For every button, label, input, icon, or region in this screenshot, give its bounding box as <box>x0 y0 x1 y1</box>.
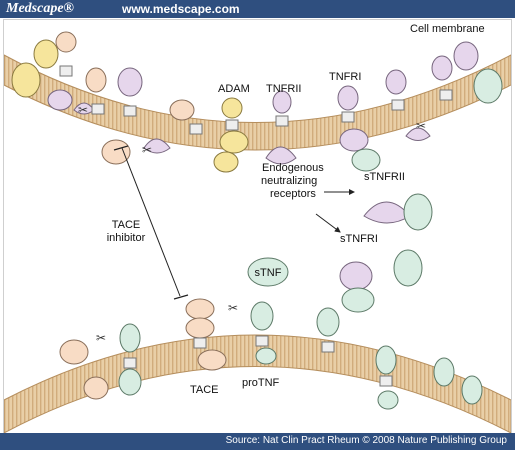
footer-bar: Source: Nat Clin Pract Rheum © 2008 Natu… <box>0 433 515 450</box>
label-tace-inhibitor-1: TACE <box>112 219 141 231</box>
label-stnfrii: sTNFRII <box>364 171 405 183</box>
diagram-panel: ✂ ✂ ✂ <box>3 19 512 434</box>
source-credit: Source: Nat Clin Pract Rheum © 2008 Natu… <box>225 435 507 446</box>
tnf-shedding-diagram: ✂ ✂ ✂ <box>3 23 512 434</box>
svg-text:✂: ✂ <box>228 301 238 315</box>
label-stnf: sTNF <box>255 267 282 279</box>
soluble-receptors <box>339 193 433 313</box>
svg-text:✂: ✂ <box>416 119 426 133</box>
inhibitor-line <box>121 147 181 297</box>
label-tnfrii: TNFRII <box>266 83 301 95</box>
medscape-logo: Medscape® <box>6 1 74 16</box>
lower-membrane-proteins: ✂ ✂ <box>59 298 483 410</box>
label-tace: TACE <box>190 384 219 396</box>
label-cell-membrane: Cell membrane <box>410 23 485 35</box>
label-tnfri: TNFRI <box>329 71 361 83</box>
label-neutralizing: neutralizing <box>261 175 317 187</box>
upper-membrane-proteins: ✂ ✂ ✂ <box>11 31 503 173</box>
stnf-molecule <box>247 257 289 287</box>
label-receptors: receptors <box>270 188 316 200</box>
label-protnf: proTNF <box>242 377 280 389</box>
label-stnfri: sTNFRI <box>340 233 378 245</box>
label-endogenous: Endogenous <box>262 162 324 174</box>
arrow-to-stnfri <box>315 213 341 233</box>
header-bar: Medscape® www.medscape.com <box>0 0 515 18</box>
header-url[interactable]: www.medscape.com <box>122 2 240 16</box>
svg-text:✂: ✂ <box>96 331 106 345</box>
svg-text:✂: ✂ <box>78 103 88 117</box>
label-tace-inhibitor-2: inhibitor <box>107 232 146 244</box>
svg-text:✂: ✂ <box>142 143 152 157</box>
label-adam: ADAM <box>218 83 250 95</box>
